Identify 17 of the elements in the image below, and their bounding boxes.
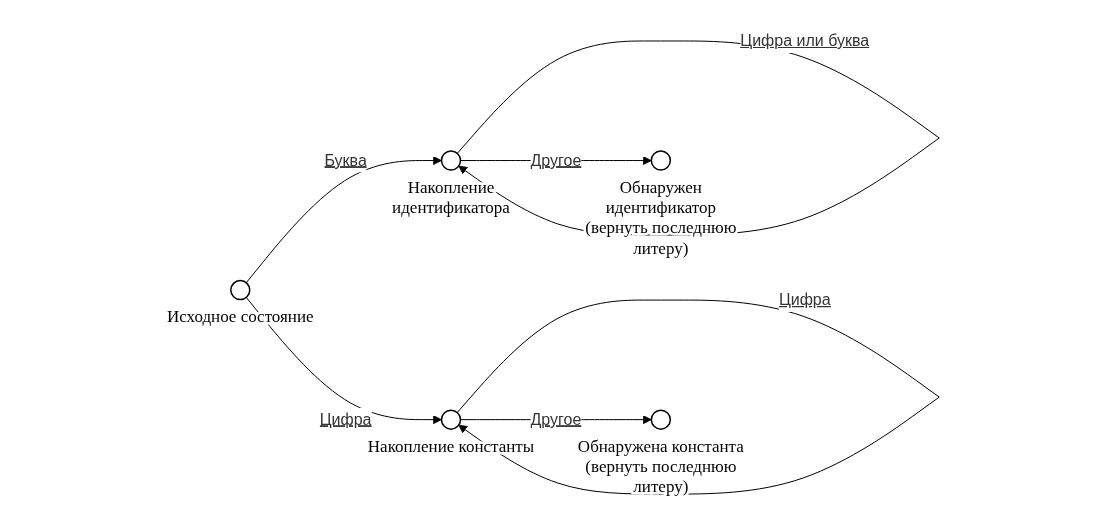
state-caption: Накопление идентификатора xyxy=(391,177,510,218)
edge-label: Цифра или буква xyxy=(740,32,870,50)
state-caption: Обнаружена константа (вернуть последнюю литеру) xyxy=(577,436,744,497)
node-circle xyxy=(440,150,462,172)
arrow xyxy=(245,297,442,425)
edge-label: Другое xyxy=(530,151,582,169)
edge-label: Другое xyxy=(530,410,582,428)
edge-label: Буква xyxy=(324,151,367,169)
edge-label: Цифра xyxy=(778,291,831,309)
node-circle xyxy=(650,409,671,431)
state-caption: Обнаружен идентификатор (вернуть последнюю литеру) xyxy=(585,177,737,258)
arrow xyxy=(245,156,442,284)
edge-label: Цифра xyxy=(319,410,372,428)
state-caption: Исходное состояние xyxy=(166,307,314,327)
node-circle xyxy=(229,280,251,301)
node-circle xyxy=(440,409,462,431)
node-circle xyxy=(650,150,671,172)
